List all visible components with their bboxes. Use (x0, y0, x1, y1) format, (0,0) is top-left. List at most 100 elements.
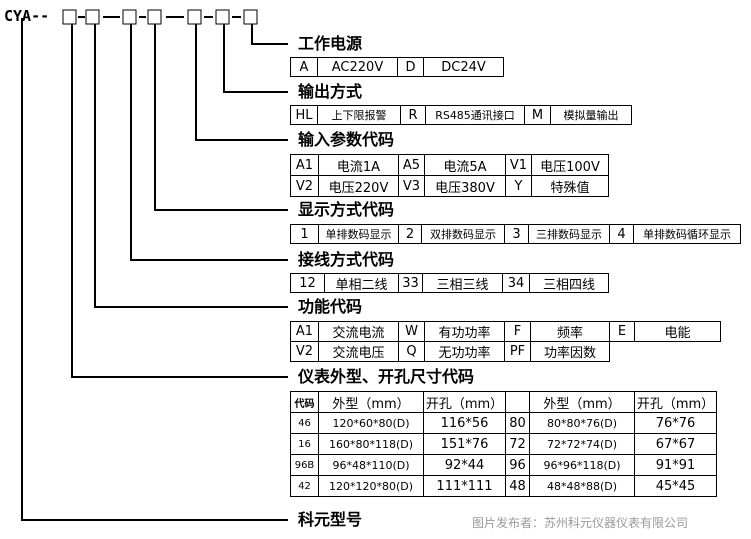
input-code: Y (505, 175, 532, 197)
size-outline: 120*60*80(D) (318, 412, 424, 434)
size-outline: 72*72*74(D) (529, 433, 635, 455)
size-code: 80 (505, 412, 530, 434)
input-value: 电压100V (531, 154, 609, 176)
output-title: 输出方式 (298, 82, 363, 101)
input-value: 特殊值 (531, 175, 609, 197)
output-value: 上下限报警 (317, 105, 401, 125)
size-cutout: 76*76 (634, 412, 717, 434)
size-outline: 96*48*110(D) (318, 454, 424, 476)
size-cutout: 92*44 (423, 454, 506, 476)
function-value: 频率 (530, 321, 610, 342)
input-title: 输入参数代码 (298, 130, 395, 149)
connector-function (94, 18, 288, 308)
size-cutout: 116*56 (423, 412, 506, 434)
size-outline: 160*80*118(D) (318, 433, 424, 455)
wiring-value: 三相四线 (529, 273, 609, 293)
display-title: 显示方式代码 (298, 200, 395, 219)
function-code: E (609, 321, 635, 342)
size-code: 42 (290, 475, 319, 497)
size-outline: 120*120*80(D) (318, 475, 424, 497)
output-code: R (400, 105, 426, 125)
function-code: Q (398, 341, 425, 362)
function-code: PF (504, 341, 531, 362)
output-value: 模拟量输出 (550, 105, 632, 125)
input-code: A5 (398, 154, 425, 176)
input-value: 电流5A (424, 154, 506, 176)
function-value: 无功功率 (424, 341, 505, 362)
size-header-cell: 开孔（mm） (634, 391, 717, 413)
connector-display (154, 18, 288, 211)
slot-box (187, 9, 202, 25)
display-value: 三排数码显示 (528, 224, 610, 244)
size-title: 仪表外型、开孔尺寸代码 (298, 367, 475, 386)
display-code: 4 (609, 224, 634, 244)
function-value: 有功功率 (424, 321, 505, 342)
watermark: 图片发布者：苏州科元仪器仪表有限公司 (472, 516, 689, 530)
power-value: AC220V (317, 57, 398, 77)
slot-box (215, 9, 230, 25)
display-code: 1 (290, 224, 319, 244)
size-outline: 96*96*118(D) (529, 454, 635, 476)
function-code: W (398, 321, 425, 342)
size-code: 96 (505, 454, 530, 476)
power-title: 工作电源 (298, 34, 363, 53)
connector-input (195, 18, 288, 141)
power-value: DC24V (423, 57, 504, 77)
size-cutout: 67*67 (634, 433, 717, 455)
size-header-cell (505, 391, 530, 413)
size-code: 96B (290, 454, 319, 476)
connector-power (251, 18, 288, 45)
size-code: 46 (290, 412, 319, 434)
size-header-cell: 开孔（mm） (423, 391, 506, 413)
size-header-cell: 外型（mm） (318, 391, 424, 413)
function-code: V2 (290, 341, 319, 362)
power-code: A (290, 57, 318, 77)
connector-output (223, 18, 288, 93)
wiring-title: 接线方式代码 (298, 250, 395, 269)
wiring-code: 34 (502, 273, 530, 293)
size-cutout: 91*91 (634, 454, 717, 476)
output-value: RS485通讯接口 (425, 105, 525, 125)
size-code: 16 (290, 433, 319, 455)
slot-box (62, 9, 77, 25)
size-code: 72 (505, 433, 530, 455)
function-title: 功能代码 (298, 297, 363, 316)
size-code: 48 (505, 475, 530, 497)
model-code-prefix: CYA-- (4, 7, 50, 25)
slot-box (243, 9, 258, 25)
input-value: 电流1A (318, 154, 399, 176)
size-header-cell: 代码 (290, 391, 319, 413)
size-header-cell: 外型（mm） (529, 391, 635, 413)
size-outline: 48*48*88(D) (529, 475, 635, 497)
input-code: V1 (505, 154, 532, 176)
display-value: 双排数码显示 (421, 224, 505, 244)
display-value: 单排数码循环显示 (633, 224, 741, 244)
output-code: HL (290, 105, 318, 125)
wiring-value: 单相二线 (324, 273, 399, 293)
slot-box (147, 9, 162, 25)
size-cutout: 111*111 (423, 475, 506, 497)
function-value: 功率因数 (530, 341, 610, 362)
input-value: 电压220V (318, 175, 399, 197)
wiring-value: 三相三线 (422, 273, 503, 293)
size-outline: 80*80*76(D) (529, 412, 635, 434)
slot-box (85, 9, 100, 25)
function-code: A1 (290, 321, 319, 342)
output-code: M (524, 105, 551, 125)
connector-wiring (130, 18, 288, 261)
input-value: 电压380V (424, 175, 506, 197)
display-value: 单排数码显示 (318, 224, 399, 244)
display-code: 3 (504, 224, 529, 244)
input-code: V3 (398, 175, 425, 197)
model-title: 科元型号 (298, 510, 363, 529)
connector-model (21, 18, 288, 521)
function-value: 电能 (634, 321, 721, 342)
size-cutout: 151*76 (423, 433, 506, 455)
slot-box (122, 9, 137, 25)
wiring-code: 33 (398, 273, 423, 293)
function-value: 交流电流 (318, 321, 399, 342)
power-code: D (397, 57, 424, 77)
input-code: A1 (290, 154, 319, 176)
size-cutout: 45*45 (634, 475, 717, 497)
